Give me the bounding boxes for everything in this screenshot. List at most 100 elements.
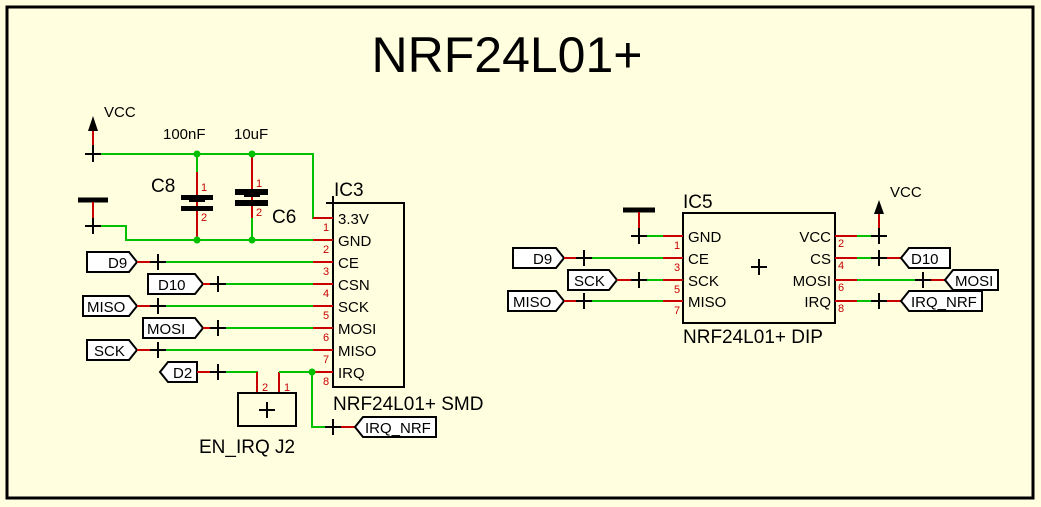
pin-number: 7 bbox=[323, 354, 329, 366]
net-irq-nrf-ic5[interactable]: IRQ_NRF bbox=[857, 290, 983, 312]
jumper-ref: EN_IRQ J2 bbox=[199, 437, 295, 458]
sheet-title: NRF24L01+ bbox=[372, 27, 643, 83]
cap-plate-icon bbox=[235, 189, 268, 195]
pin-name: 3.3V bbox=[338, 211, 369, 228]
net-d10-ic3[interactable]: D10 bbox=[147, 273, 313, 295]
gnd-symbol-ic5[interactable] bbox=[623, 207, 663, 244]
net-label-flag bbox=[142, 317, 205, 339]
pin-name: MOSI bbox=[338, 321, 376, 338]
ic5-part: NRF24L01+ DIP bbox=[683, 327, 823, 348]
c6-ref: C6 bbox=[272, 207, 296, 228]
capacitor-c6[interactable]: 1 2 C6 10uF bbox=[234, 126, 296, 244]
net-label-text: MOSI bbox=[955, 273, 993, 290]
pin-name: CE bbox=[338, 255, 359, 272]
net-miso-ic3[interactable]: MISO bbox=[82, 295, 313, 317]
net-irq-nrf-ic3[interactable]: IRQ_NRF bbox=[308, 368, 437, 438]
net-label-flag bbox=[86, 251, 139, 273]
pin-number: 5 bbox=[323, 310, 329, 322]
net-miso-ic5[interactable]: MISO bbox=[507, 290, 663, 312]
pin-number: 1 bbox=[674, 240, 680, 252]
net-label-text: D10 bbox=[158, 277, 186, 294]
junction-dot bbox=[248, 150, 256, 158]
ic3-ref: IC3 bbox=[334, 180, 364, 201]
junction-dot bbox=[308, 368, 316, 376]
pin-name: MISO bbox=[688, 294, 726, 311]
net-d9-ic5[interactable]: D9 bbox=[512, 247, 663, 269]
vcc-symbol-left[interactable]: VCC bbox=[85, 104, 136, 162]
net-d9-ic3[interactable]: D9 bbox=[86, 251, 313, 273]
gnd-net-wire[interactable] bbox=[101, 225, 333, 241]
vcc-label: VCC bbox=[890, 184, 922, 201]
pin-name: SCK bbox=[688, 273, 719, 290]
cap-plate-icon bbox=[235, 200, 268, 206]
pin-number: 8 bbox=[838, 303, 844, 315]
net-label-text: MOSI bbox=[147, 321, 185, 338]
ic5-component[interactable]: IC5 NRF24L01+ DIP 1 3 5 7 GND CE SCK MIS… bbox=[663, 192, 857, 348]
pin-name: SCK bbox=[338, 299, 369, 316]
pin-number: 2 bbox=[262, 382, 268, 394]
pin-number: 8 bbox=[323, 376, 329, 388]
pin-name: MISO bbox=[338, 343, 376, 360]
pin-name: GND bbox=[688, 229, 722, 246]
pin-number: 2 bbox=[838, 238, 844, 250]
net-label-text: IRQ_NRF bbox=[365, 420, 431, 437]
pin-number: 4 bbox=[323, 288, 329, 300]
c8-value: 100nF bbox=[163, 126, 206, 143]
pin-number: 2 bbox=[256, 207, 262, 219]
pin-name: GND bbox=[338, 233, 372, 250]
net-label-flag bbox=[158, 361, 198, 383]
vcc-arrow-icon bbox=[88, 116, 98, 131]
net-label-flag bbox=[86, 339, 139, 361]
net-label-text: D9 bbox=[108, 255, 127, 272]
pin-name: IRQ bbox=[804, 294, 831, 311]
net-sck-ic5[interactable]: SCK bbox=[567, 269, 663, 291]
net-label-text: IRQ_NRF bbox=[911, 294, 977, 311]
pin-number: 2 bbox=[201, 212, 207, 224]
jumper-j2[interactable]: 2 1 EN_IRQ J2 bbox=[199, 371, 313, 458]
net-label-flag bbox=[82, 295, 139, 317]
ic3-component[interactable]: IC3 NRF24L01+ SMD 1 2 3 4 5 6 7 8 3.3V G… bbox=[313, 180, 483, 415]
pin-number: 4 bbox=[838, 260, 844, 272]
pin-number: 6 bbox=[323, 332, 329, 344]
cap-plate-icon bbox=[181, 206, 213, 211]
junction-dot bbox=[193, 150, 201, 158]
ic3-body bbox=[332, 202, 405, 388]
ic5-body bbox=[682, 212, 836, 324]
net-label-text: SCK bbox=[574, 273, 605, 290]
net-label-text: MISO bbox=[87, 299, 125, 316]
net-label-flag bbox=[507, 290, 566, 312]
pin-name: MOSI bbox=[793, 273, 831, 290]
jumper-body bbox=[237, 392, 297, 427]
pin-number: 3 bbox=[323, 266, 329, 278]
pin-name: CSN bbox=[338, 277, 370, 294]
capacitor-c8[interactable]: 1 2 C8 100nF bbox=[151, 126, 213, 244]
pin-number: 3 bbox=[674, 262, 680, 274]
pin-number: 1 bbox=[201, 182, 207, 194]
junction-dot bbox=[248, 236, 256, 244]
ic3-pins bbox=[313, 217, 333, 373]
net-sck-ic3[interactable]: SCK bbox=[86, 339, 313, 361]
c8-ref: C8 bbox=[151, 176, 175, 197]
net-label-flag bbox=[147, 273, 205, 295]
cap-plate-icon bbox=[181, 195, 213, 200]
gnd-symbol-left[interactable] bbox=[78, 197, 108, 234]
net-label-flag bbox=[899, 290, 983, 312]
c6-value: 10uF bbox=[234, 126, 268, 143]
pin-number: 2 bbox=[323, 244, 329, 256]
pin-name: VCC bbox=[799, 229, 831, 246]
vcc-symbol-ic5[interactable]: VCC bbox=[857, 184, 922, 244]
net-label-text: MISO bbox=[513, 294, 551, 311]
net-label-text: D9 bbox=[533, 251, 552, 268]
junction-dot bbox=[193, 236, 201, 244]
net-label-flag bbox=[567, 269, 619, 291]
pin-number: 1 bbox=[256, 178, 262, 190]
ic3-part: NRF24L01+ SMD bbox=[333, 394, 483, 415]
net-d10-ic5[interactable]: D10 bbox=[857, 247, 951, 269]
pin-number: 5 bbox=[674, 284, 680, 296]
net-label-flag bbox=[512, 247, 566, 269]
net-mosi-ic3[interactable]: MOSI bbox=[142, 317, 313, 339]
vcc-label: VCC bbox=[104, 104, 136, 121]
vcc-arrow-icon bbox=[874, 200, 884, 214]
pin-number: 7 bbox=[674, 305, 680, 317]
